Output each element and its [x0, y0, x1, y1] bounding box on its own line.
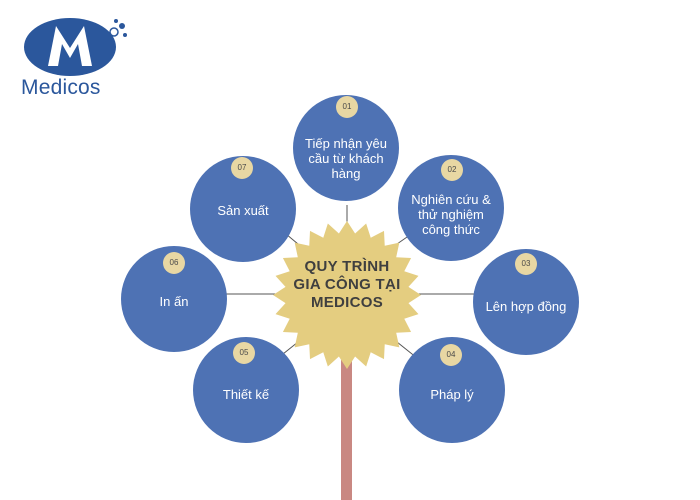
medicos-logo: Medicos — [18, 10, 138, 99]
step-label: Pháp lý — [430, 386, 474, 402]
center-starburst — [273, 221, 421, 369]
step-05-circle: Thiết kế 05 — [193, 337, 299, 443]
step-01-circle: Tiếp nhận yêu cầu từ khách hàng 01 — [293, 95, 399, 201]
step-label: Sản xuất — [217, 202, 269, 218]
step-label: Lên hợp đồng — [485, 298, 567, 314]
step-number-badge: 01 — [336, 96, 358, 118]
logo-text: Medicos — [21, 76, 101, 99]
diagram-stem — [341, 360, 352, 500]
step-label: Nghiên cứu & thử nghiệm công thức — [411, 191, 491, 237]
step-03-circle: Lên hợp đồng 03 — [473, 249, 579, 355]
step-label: In ấn — [159, 293, 189, 309]
step-number-badge: 07 — [231, 157, 253, 179]
step-number-badge: 06 — [163, 252, 185, 274]
step-number-badge: 05 — [233, 342, 255, 364]
step-02-circle: Nghiên cứu & thử nghiệm công thức 02 — [398, 155, 504, 261]
center-title-line: MEDICOS — [310, 294, 384, 311]
step-label: Tiếp nhận yêu cầu từ khách hàng — [305, 135, 387, 181]
center-title-line: GIA CÔNG TẠI — [293, 276, 401, 293]
center-title-line: QUY TRÌNH — [304, 258, 390, 275]
logo-mark-icon — [24, 18, 127, 76]
step-label: Thiết kế — [222, 386, 270, 402]
step-07-circle: Sản xuất 07 — [190, 156, 296, 262]
step-number-badge: 02 — [441, 159, 463, 181]
step-06-circle: In ấn 06 — [121, 246, 227, 352]
step-number-badge: 04 — [440, 344, 462, 366]
center-title: QUY TRÌNH GIA CÔNG TẠI MEDICOS — [282, 258, 412, 312]
step-04-circle: Pháp lý 04 — [399, 337, 505, 443]
step-number-badge: 03 — [515, 253, 537, 275]
